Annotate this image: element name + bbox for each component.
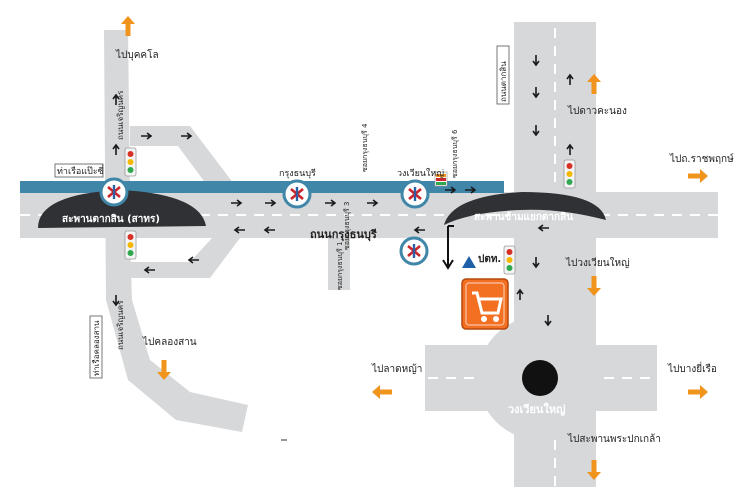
pier-label: ท่าเรือแป๊ะซี่ — [57, 164, 104, 177]
to-dao-khanong-label: ไปดาวคะนอง — [567, 105, 627, 117]
to-bang-yi-ruea-label: ไปบางยี่เรือ — [667, 361, 717, 375]
charoen-nakhon-top-label: ถนนเจริญนคร — [116, 90, 125, 140]
soi-road — [328, 238, 350, 290]
bts-wongwian-yai-label: วงเวียนใหญ่ — [397, 168, 444, 179]
bts-logo-icon — [282, 179, 312, 209]
traffic-light-icon — [503, 245, 516, 275]
road-network — [20, 22, 718, 487]
soi-3-label: ซอยกรุงธนบุรี 3 — [343, 202, 351, 250]
seven-eleven-icon — [434, 171, 448, 187]
shopping-cart-icon — [461, 278, 509, 330]
to-phra-pok-klao-label: ไปสะพานพระปกเกล้า — [567, 433, 661, 445]
traffic-light-icon — [124, 230, 137, 260]
soi-1-label: ซอยกรุงธนบุรี 1 — [336, 242, 344, 290]
bridge-taksin-label: สะพานตากสิน (สาทร) — [62, 213, 160, 225]
pier-label-box — [54, 163, 104, 178]
charoen-nakhon-bottom-label: ถนนเจริญนคร — [116, 300, 125, 350]
bts-logo-icon — [399, 236, 429, 266]
soi-4-label: ซอยกรุงธนบุรี 4 — [361, 123, 369, 172]
road-krung-thonburi-label: ถนนกรุงธนบุรี — [310, 228, 377, 242]
bridge-junction-label: สะพานข้ามแยกตากสิน — [474, 211, 573, 223]
to-rajapruek-label: ไปถ.ราชพฤกษ์ — [669, 153, 734, 165]
ramp-north — [130, 126, 240, 192]
ptt-label: ปตท. — [478, 253, 501, 265]
river — [20, 181, 504, 193]
to-bukkhalo-label: ไปบุคคโล — [115, 48, 159, 61]
soi-6-label: ซอยกรุงธนบุรี 6 — [451, 129, 459, 178]
traffic-light-icon — [124, 147, 137, 177]
bts-krung-thon-buri-label: กรุงธนบุรี — [279, 168, 316, 179]
tak-sin-road-box — [496, 45, 510, 105]
ramp-south — [130, 238, 240, 278]
bts-logo-icon — [99, 177, 129, 207]
tak-sin-road-label: ถนนตากสิน — [499, 61, 508, 102]
to-lat-ya-label: ไปลาดหญ้า — [371, 363, 422, 375]
route-arrow — [442, 226, 454, 270]
ptt-triangle-icon — [462, 256, 476, 268]
bts-logo-icon — [400, 179, 430, 209]
roundabout-center-icon — [522, 360, 558, 396]
khlong-san-box — [89, 315, 103, 379]
circle-label: วงเวียนใหญ่ — [508, 402, 565, 416]
khlong-san-road-label: ท่าเรือคลองสาน — [92, 320, 101, 376]
taksin-bridge — [38, 190, 206, 228]
junction-bridge — [444, 192, 606, 225]
to-khlong-san-label: ไปคลองสาน — [142, 336, 197, 348]
to-wongwian-yai-label: ไปวงเวียนใหญ่ — [565, 257, 630, 269]
traffic-light-icon — [563, 159, 576, 189]
west-road — [104, 30, 248, 432]
